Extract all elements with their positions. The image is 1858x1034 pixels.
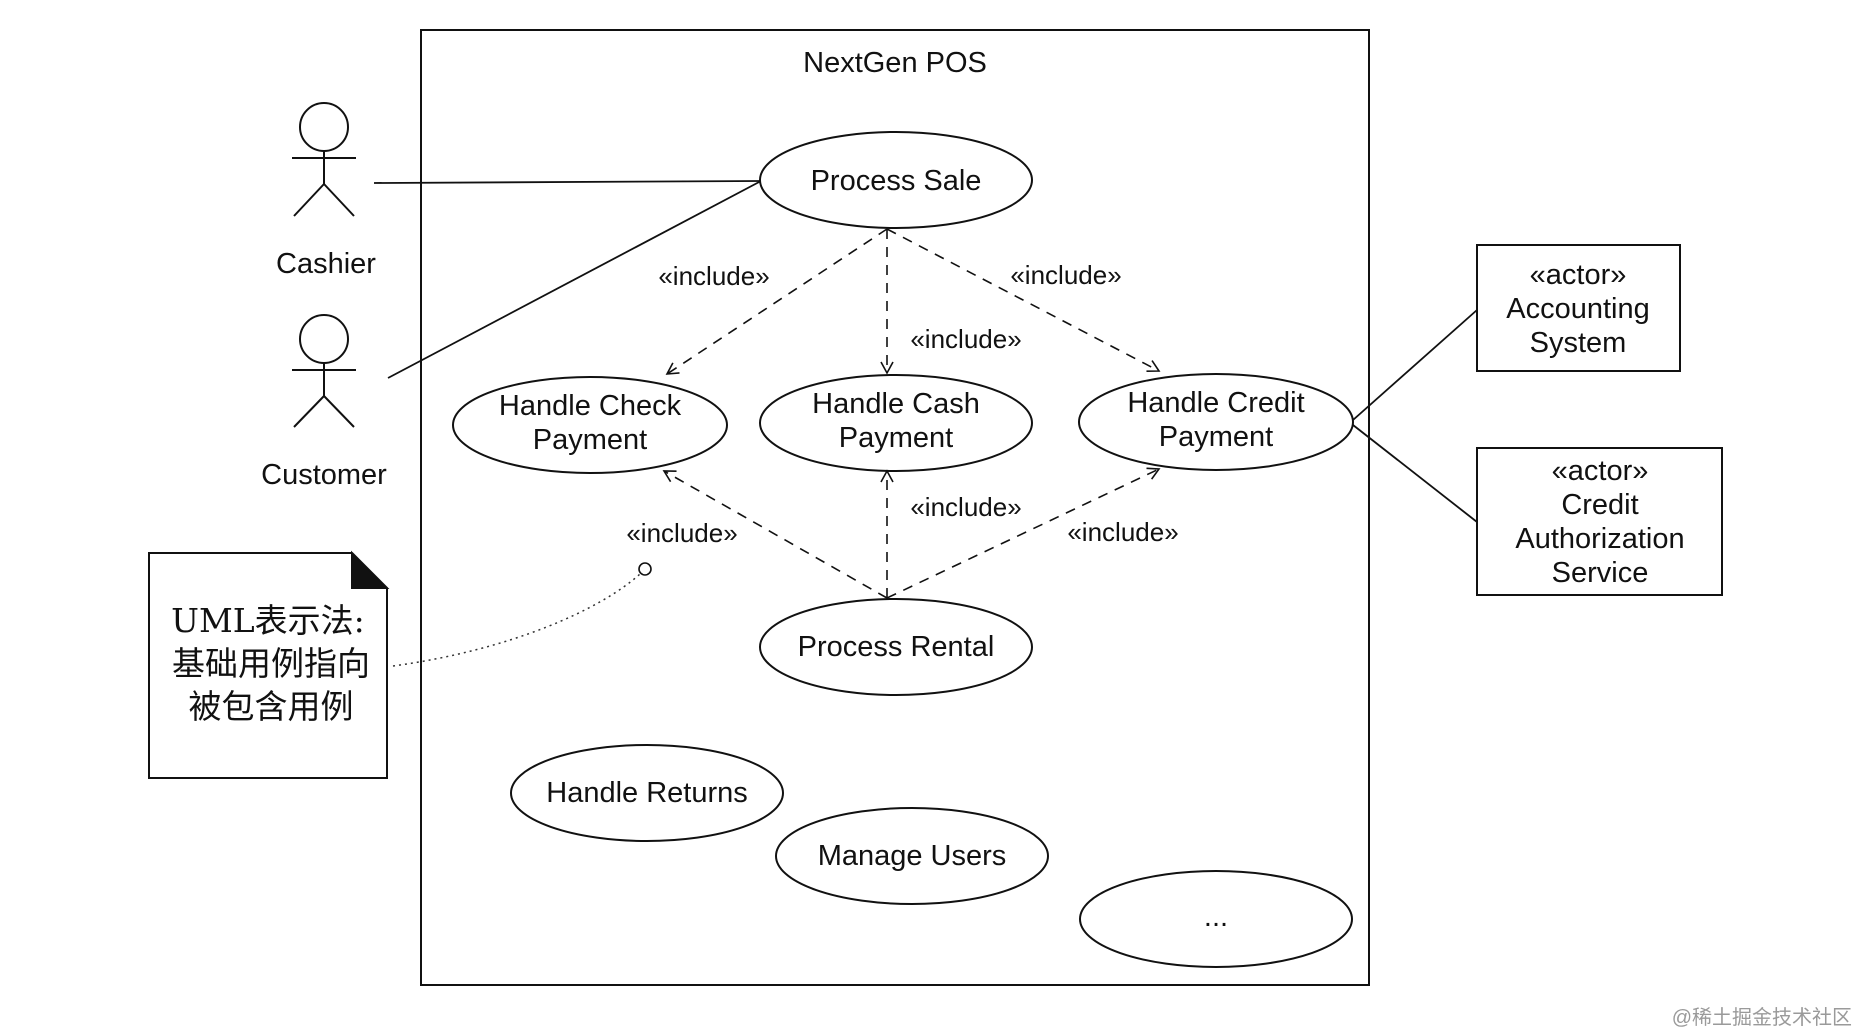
- use-case-process-rental[interactable]: Process Rental: [759, 598, 1033, 696]
- use-case-label: Process Rental: [798, 631, 995, 663]
- use-case-label: Manage Users: [818, 840, 1007, 872]
- actor-name-line: Authorization: [1515, 523, 1684, 555]
- include-label: «include»: [626, 518, 737, 548]
- actor-name-line: Service: [1552, 557, 1649, 589]
- use-case-label: Payment: [839, 422, 953, 454]
- use-case-label: Handle Returns: [546, 777, 748, 809]
- use-case-label: ...: [1204, 901, 1228, 933]
- actor-head: [299, 314, 349, 364]
- actor-stereotype: «actor»: [1530, 259, 1627, 291]
- actor-credit-authorization-service: «actor» Credit Authorization Service: [1476, 447, 1723, 596]
- actor-customer: [292, 314, 356, 428]
- use-case-handle-credit-payment[interactable]: Handle Credit Payment: [1078, 373, 1354, 471]
- association-credit-authorization: [1352, 424, 1478, 523]
- use-case-label: Process Sale: [811, 165, 982, 197]
- actor-accounting-system: «actor» Accounting System: [1476, 244, 1681, 372]
- association-credit-accounting: [1352, 309, 1478, 421]
- actor-name-line: Credit: [1561, 489, 1638, 521]
- include-arrow-sale-credit: [886, 228, 1161, 373]
- note-line: UML表示法:: [171, 601, 365, 640]
- include-label: «include»: [1010, 260, 1121, 290]
- note-corner: [351, 550, 390, 589]
- note-line: 被包含用例: [189, 687, 354, 726]
- notation-note: UML表示法: 基础用例指向 被包含用例: [148, 550, 390, 779]
- include-label: «include»: [910, 324, 1021, 354]
- include-arrow-rental-check: [662, 470, 888, 599]
- use-case-label: Handle Check: [499, 390, 682, 422]
- use-case-label: Handle Credit: [1127, 387, 1304, 419]
- actor-customer-label: Customer: [261, 459, 387, 491]
- include-arrow-rental-credit: [886, 467, 1161, 599]
- include-arrow-sale-check: [665, 228, 888, 375]
- note-anchor-circle: [638, 562, 652, 576]
- actor-name-line: Accounting: [1506, 293, 1650, 325]
- actor-cashier-label: Cashier: [276, 248, 376, 280]
- use-case-label: Payment: [1159, 421, 1273, 453]
- actor-name-line: System: [1530, 327, 1627, 359]
- watermark: @稀土掘金技术社区: [1672, 1006, 1852, 1029]
- actor-head: [299, 102, 349, 152]
- use-case-label: Handle Cash: [812, 388, 980, 420]
- use-case-label: Payment: [533, 424, 647, 456]
- include-label: «include»: [1067, 517, 1178, 547]
- note-connector: [392, 573, 641, 667]
- include-label: «include»: [910, 492, 1021, 522]
- system-boundary: [420, 29, 1370, 986]
- use-case-handle-returns[interactable]: Handle Returns: [510, 744, 784, 842]
- use-case-process-sale[interactable]: Process Sale: [759, 131, 1033, 229]
- use-case-more[interactable]: ...: [1079, 870, 1353, 968]
- note-line: 基础用例指向: [172, 644, 370, 683]
- actor-stereotype: «actor»: [1552, 455, 1649, 487]
- association-customer-process-sale: [387, 180, 762, 379]
- use-case-handle-check-payment[interactable]: Handle Check Payment: [452, 376, 728, 474]
- use-case-manage-users[interactable]: Manage Users: [775, 807, 1049, 905]
- system-title: NextGen POS: [803, 47, 987, 79]
- use-case-handle-cash-payment[interactable]: Handle Cash Payment: [759, 374, 1033, 472]
- association-cashier-process-sale: [373, 180, 762, 184]
- actor-cashier: [292, 102, 356, 217]
- include-label: «include»: [658, 261, 769, 291]
